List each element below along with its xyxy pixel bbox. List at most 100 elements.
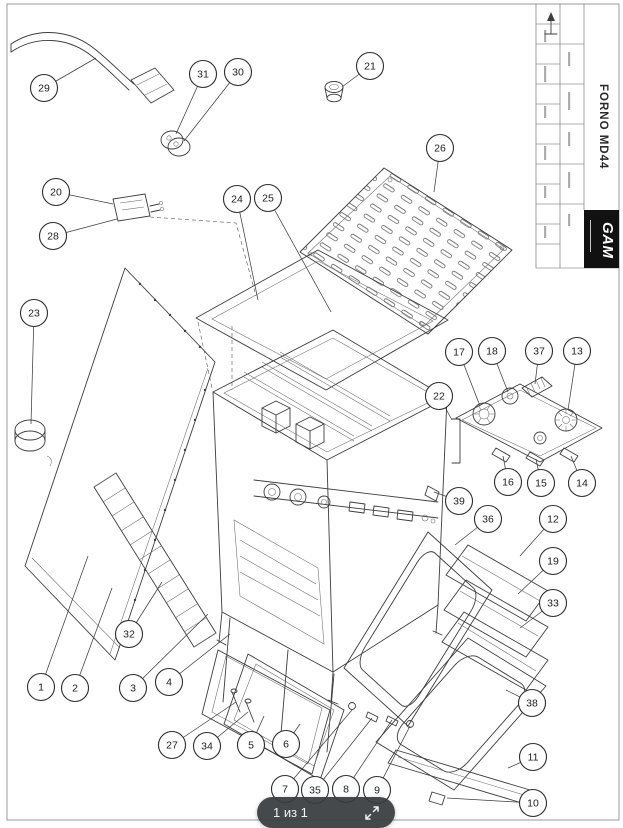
part-balloon-1 [26,672,56,702]
brand-logo [584,210,619,268]
part-balloon-number: 22 [433,391,445,403]
part-balloon-28 [38,221,68,251]
part-balloon-18 [477,336,507,366]
part-balloon-31 [188,59,218,89]
part-balloon-number: 21 [364,61,376,73]
part-balloon-20 [41,177,71,207]
part-balloon-25 [253,183,283,213]
leader-line [132,613,209,689]
leader-line [284,709,353,790]
part-balloon-14 [567,468,597,498]
part-balloon-27 [157,730,187,760]
leader-line [40,555,89,688]
part-balloon-number: 18 [486,346,498,358]
part-balloon-number: 35 [309,785,321,797]
part-balloon-number: 10 [527,798,539,810]
brand-logo-text: GAM [599,222,616,259]
part-balloon-30 [223,57,253,87]
part-balloon-number: 14 [576,478,588,490]
part-balloon-number: 4 [166,677,172,689]
side-knob [14,419,52,467]
leader-line [446,797,534,804]
motor-assembly [455,376,603,467]
control-panel-strip [253,479,439,524]
part-balloon-number: 8 [343,784,349,796]
part-balloon-24 [222,184,252,214]
bracket-part [451,418,461,464]
part-balloon-36 [473,504,503,534]
fullscreen-button[interactable] [365,805,379,820]
part-balloon-29 [29,73,59,103]
viewer-toolbar: 1 из 1 [257,797,395,828]
part-balloon-number: 17 [453,347,465,359]
part-balloon-32 [114,619,144,649]
part-balloon-number: 13 [571,346,583,358]
part-balloon-number: 12 [547,514,559,526]
part-balloon-33 [538,588,568,618]
part-balloon-15 [526,468,556,498]
part-balloon-6 [271,729,301,759]
part-balloon-number: 26 [434,143,446,155]
leader-line [74,587,113,689]
part-balloon-number: 36 [482,514,494,526]
page-indicator: 1 из 1 [273,805,308,820]
part-balloon-11 [518,742,548,772]
leader-line [267,197,332,313]
part-balloon-23 [19,298,49,328]
oven-chassis [212,329,461,705]
part-balloon-3 [118,673,148,703]
part-balloon-4 [154,667,184,697]
part-balloon-17 [444,337,474,367]
part-balloon-number: 9 [374,785,380,797]
part-balloon-12 [538,504,568,534]
part-balloon-13 [562,336,592,366]
part-balloon-number: 25 [262,193,274,205]
part-balloon-number: 16 [502,477,514,489]
part-balloon-2 [60,673,90,703]
part-balloon-number: 24 [231,194,243,206]
part-balloon-number: 7 [282,784,288,796]
part-balloon-5 [236,730,266,760]
latch-part [424,485,440,502]
part-balloon-16 [493,467,523,497]
part-balloon-34 [192,731,222,761]
part-balloon-number: 31 [197,69,209,81]
title-block: FORNO MD44 GAM [535,4,619,269]
part-balloon-number: 1 [38,682,44,694]
part-balloon-number: 11 [528,752,539,764]
part-balloon-number: 15 [535,478,547,490]
part-balloon-number: 2 [72,683,78,695]
drawing-title: FORNO MD44 [597,84,609,169]
leader-line [30,312,35,425]
part-balloon-19 [538,546,568,576]
perforated-back-panel [299,167,513,335]
door-panel-stack [344,532,548,805]
part-balloon-number: 30 [232,67,244,79]
part-balloon-number: 38 [526,698,538,710]
projection-symbol-icon [544,12,558,35]
part-balloon-38 [517,688,547,718]
part-balloon-number: 29 [38,83,50,95]
leader-line [314,717,373,791]
part-balloon-number: 28 [47,231,59,243]
part-balloon-number: 33 [547,598,559,610]
part-balloon-39 [444,486,474,516]
expand-arrows-icon [365,805,379,820]
part-balloon-26 [425,133,455,163]
part-balloon-number: 39 [453,496,465,508]
part-balloon-number: 20 [50,187,62,199]
part-balloon-number: 19 [547,556,559,568]
part-balloon-number: 6 [283,739,289,751]
power-cord-assembly [10,32,344,297]
part-balloon-number: 27 [166,740,178,752]
part-balloon-number: 34 [201,741,213,753]
part-balloon-number: 32 [123,629,135,641]
top-cover-panel [14,267,217,661]
part-balloon-21 [355,51,385,81]
part-balloon-number: 37 [533,346,545,358]
base-frame-and-door [201,617,345,781]
part-balloon-10 [518,788,548,818]
part-balloon-number: 23 [28,308,40,320]
